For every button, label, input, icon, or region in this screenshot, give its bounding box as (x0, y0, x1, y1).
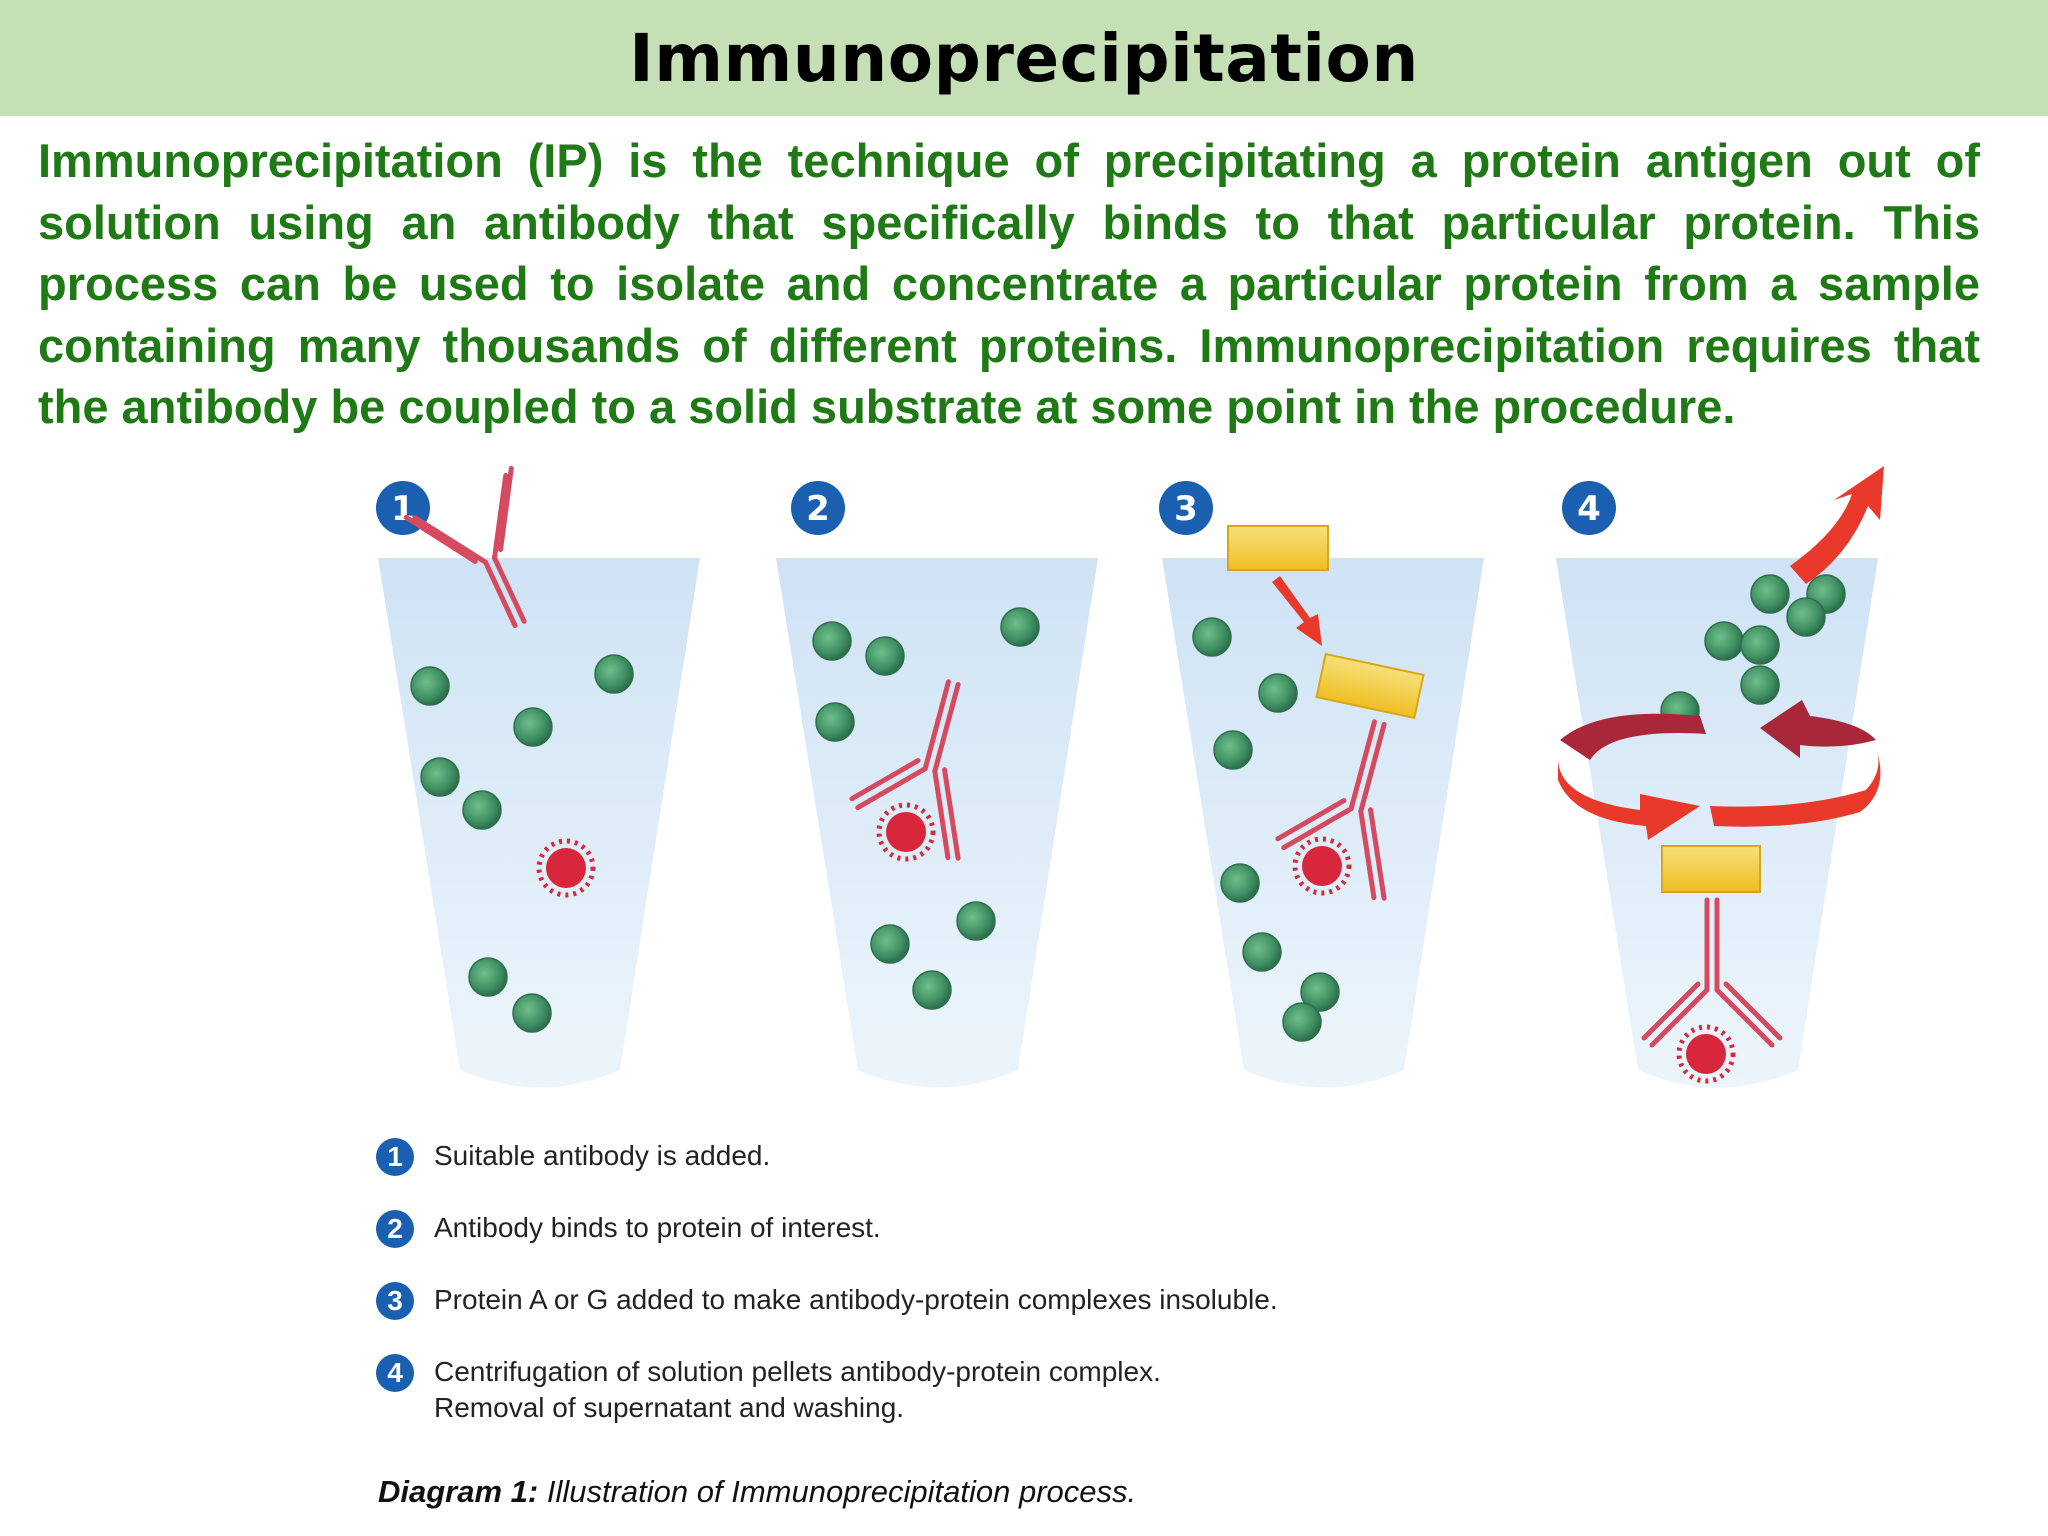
rotation-arrow-front (1558, 760, 1700, 840)
antigen (876, 802, 936, 862)
svg-text:4: 4 (1577, 489, 1601, 529)
legend-item-3: 3 Protein A or G added to make antibody-… (376, 1282, 1278, 1320)
step-badge-4: 4 (1562, 481, 1616, 535)
rotation-arrow-back (1560, 713, 1706, 760)
antigen (1676, 1024, 1736, 1084)
protein-a-g (1227, 525, 1329, 571)
caption-label: Diagram 1: (378, 1474, 539, 1509)
step-badge-2: 2 (791, 481, 845, 535)
rotation-arrow-back (1760, 700, 1876, 758)
antibody (1641, 897, 1783, 1048)
rotation-arrow-front (1710, 748, 1881, 827)
title-bar: Immunoprecipitation (0, 0, 2048, 116)
legend-text: Antibody binds to protein of interest. (434, 1212, 881, 1243)
legend-item-4: 4 Centrifugation of solution pellets ant… (376, 1354, 1161, 1426)
diagram-caption: Diagram 1: Illustration of Immunoprecipi… (378, 1474, 1136, 1510)
antigen (536, 838, 596, 898)
svg-text:2: 2 (806, 489, 830, 529)
protein-beads (1192, 617, 1340, 1042)
legend-badge: 2 (376, 1210, 414, 1248)
protein-beads (1660, 574, 1846, 731)
protein-a-g (1315, 652, 1425, 720)
arrow-down (1272, 576, 1322, 646)
antigen (1292, 836, 1352, 896)
legend-text: Suitable antibody is added. (434, 1140, 771, 1171)
tube-2 (776, 558, 1098, 1088)
legend-badge: 1 (376, 1138, 414, 1176)
caption-text: Illustration of Immunoprecipitation proc… (546, 1474, 1137, 1509)
legend-text: Centrifugation of solution pellets antib… (434, 1356, 1161, 1423)
page-title: Immunoprecipitation (629, 19, 1419, 97)
legend-item-1: 1 Suitable antibody is added. (376, 1138, 770, 1176)
svg-text:3: 3 (1174, 489, 1198, 529)
legend-badge: 3 (376, 1282, 414, 1320)
protein-beads (812, 607, 1040, 1010)
step-badge-3: 3 (1159, 481, 1213, 535)
antibody (403, 465, 527, 629)
legend-text: Protein A or G added to make antibody-pr… (434, 1284, 1278, 1315)
arrow-up-out (1790, 466, 1884, 584)
protein-a-g (1661, 845, 1761, 893)
legend-item-2: 2 Antibody binds to protein of interest. (376, 1210, 881, 1248)
antibody (849, 679, 961, 861)
intro-paragraph: Immunoprecipitation (IP) is the techniqu… (38, 134, 1980, 433)
legend-badge: 4 (376, 1354, 414, 1392)
protein-beads (410, 654, 634, 1033)
antibody (1275, 719, 1387, 901)
